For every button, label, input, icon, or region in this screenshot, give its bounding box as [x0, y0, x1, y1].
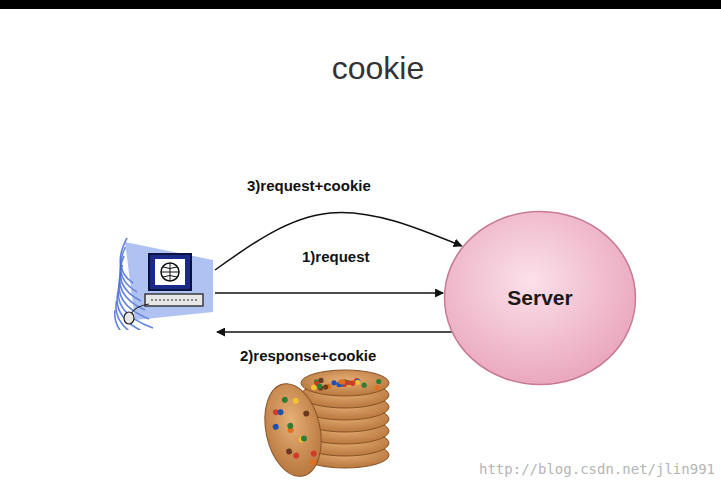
candy-chip: [311, 385, 316, 390]
candy-chip: [331, 380, 336, 385]
candy-chip: [317, 384, 322, 389]
candy-chip: [350, 381, 355, 386]
watermark: http://blog.csdn.net/jlin991: [479, 461, 715, 477]
candy-chip: [375, 385, 380, 390]
message-arrow: [215, 292, 443, 294]
candy-chip: [355, 379, 360, 384]
client-computer: [105, 232, 217, 330]
front-cookie: [257, 378, 329, 481]
candy-chip: [362, 383, 367, 388]
candy-chip: [318, 378, 323, 383]
message-arrow: [217, 331, 453, 333]
candy-chip: [340, 379, 345, 384]
candy-chip: [323, 384, 328, 389]
edge-label: 3)request+cookie: [245, 177, 373, 194]
server-ellipse: Server: [443, 210, 637, 386]
candy-chip: [355, 380, 360, 385]
message-arrow: [215, 212, 462, 270]
top-bar: [0, 0, 721, 9]
computer-icon: [105, 232, 217, 330]
edge-label: 2)response+cookie: [238, 347, 378, 364]
diagram-title: cookie: [332, 50, 425, 87]
cookie: [301, 370, 389, 396]
edge-label: 1)request: [300, 248, 372, 265]
candy-chip: [376, 379, 381, 384]
node-label: Server: [507, 286, 572, 310]
